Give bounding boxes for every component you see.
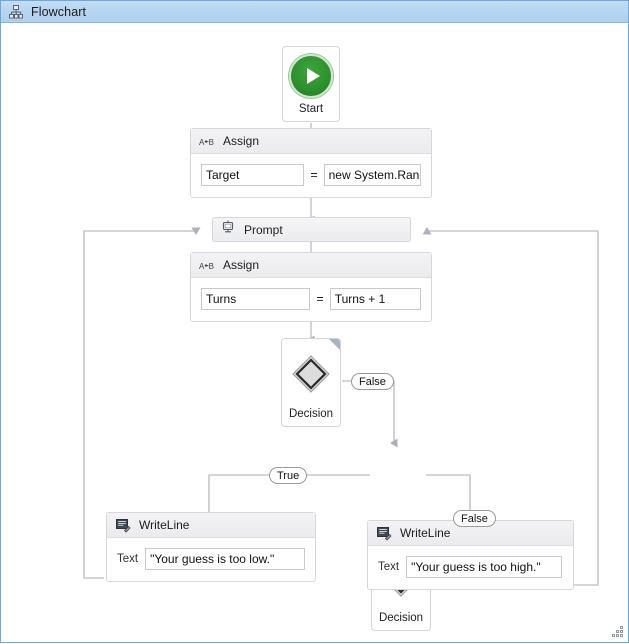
- writeline-field-label: Text: [378, 561, 400, 573]
- node-writeline-low[interactable]: WriteLine Text "Your guess is too low.": [106, 512, 316, 582]
- node-assign-target[interactable]: A B Assign Target = new System.Random: [190, 128, 432, 198]
- edge-label-decision1-false: False: [351, 373, 394, 390]
- node-decision-1-label: Decision: [288, 408, 334, 420]
- assign-header: A B Assign: [191, 253, 431, 278]
- node-writeline-high[interactable]: WriteLine Text "Your guess is too high.": [367, 520, 574, 590]
- hierarchy-icon: [8, 4, 24, 20]
- writeline-body: Text "Your guess is too high.": [368, 546, 573, 589]
- svg-text:B: B: [209, 138, 214, 147]
- writeline-title: WriteLine: [400, 526, 451, 540]
- play-icon: [289, 53, 333, 98]
- edge-writeline-low-loopback: [83, 227, 201, 579]
- window-title-bar: Flowchart: [1, 1, 628, 23]
- prompt-title: Prompt: [244, 222, 283, 237]
- writeline-icon: [376, 525, 392, 541]
- assign-operator: =: [316, 292, 324, 306]
- assign-title: Assign: [223, 134, 260, 148]
- writeline-header: WriteLine: [107, 513, 315, 538]
- edge-label-decision2-true: True: [269, 467, 308, 484]
- assign-icon: A B: [199, 257, 215, 273]
- edge-label-decision2-false: False: [453, 510, 496, 527]
- assign-body: Turns = Turns + 1: [191, 278, 431, 321]
- window-title: Flowchart: [31, 4, 87, 19]
- prompt-monitor-icon: [220, 219, 236, 240]
- assign-to-field[interactable]: Turns: [201, 288, 311, 310]
- svg-text:B: B: [209, 262, 214, 271]
- assign-to-field[interactable]: Target: [201, 164, 305, 186]
- flowchart-canvas[interactable]: Start A B Assign Target = new System.Ran…: [1, 23, 628, 642]
- svg-text:A: A: [199, 262, 205, 271]
- assign-value-field[interactable]: Turns + 1: [329, 288, 421, 310]
- node-prompt[interactable]: Prompt: [212, 217, 411, 242]
- edge-writeline-high-loopback: [422, 227, 599, 586]
- assign-operator: =: [310, 168, 318, 182]
- edge-decision1-false: [342, 380, 398, 448]
- node-decision-1[interactable]: Decision: [281, 338, 341, 427]
- assign-header: A B Assign: [191, 129, 431, 154]
- node-start-label: Start: [298, 102, 324, 115]
- assign-body: Target = new System.Random: [191, 154, 431, 197]
- assign-title: Assign: [223, 258, 260, 272]
- resize-grip-icon[interactable]: [609, 623, 625, 639]
- writeline-title: WriteLine: [139, 518, 190, 532]
- diamond-icon: [289, 352, 333, 401]
- assign-icon: A B: [199, 133, 215, 149]
- writeline-text-field[interactable]: "Your guess is too low.": [145, 548, 305, 570]
- node-start[interactable]: Start: [282, 46, 340, 122]
- node-decision-2-label: Decision: [378, 612, 424, 624]
- writeline-icon: [115, 517, 131, 533]
- node-assign-turns[interactable]: A B Assign Turns = Turns + 1: [190, 252, 432, 322]
- writeline-body: Text "Your guess is too low.": [107, 538, 315, 581]
- svg-text:A: A: [199, 138, 205, 147]
- writeline-text-field[interactable]: "Your guess is too high.": [406, 556, 563, 578]
- writeline-field-label: Text: [117, 553, 139, 565]
- assign-value-field[interactable]: new System.Random: [323, 164, 421, 186]
- corner-triangle-icon: [329, 339, 340, 350]
- edge-decision2-true: [205, 474, 370, 526]
